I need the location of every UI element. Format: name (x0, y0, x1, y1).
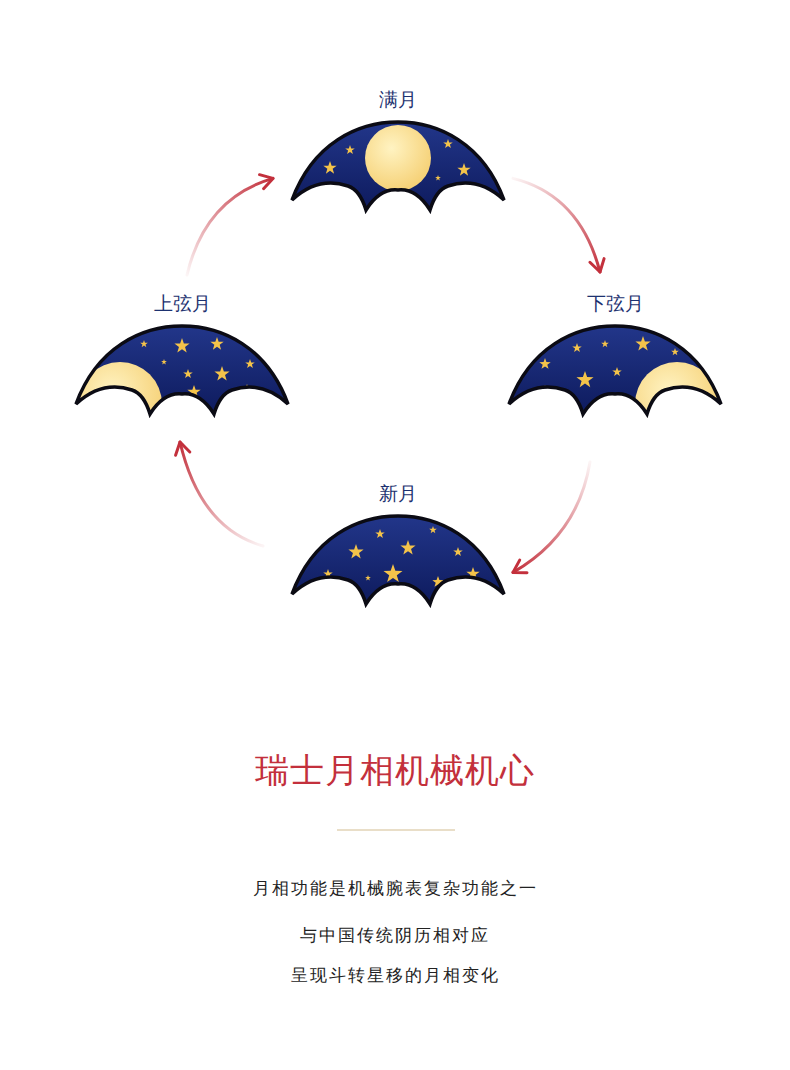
moon-dial-illustration (72, 322, 292, 422)
arrow-head (513, 560, 527, 573)
title: 瑞士月相机械机心 (0, 748, 790, 792)
cycle-arrow (513, 462, 590, 572)
cycle-arrow (187, 175, 273, 275)
cycle-arrow (513, 178, 600, 272)
phase-label: 新月 (288, 480, 508, 506)
phase-label: 满月 (288, 86, 508, 112)
arrow-head (176, 442, 190, 455)
cycle-arrow (180, 442, 263, 546)
cycle-arrow (176, 442, 263, 546)
phase-label: 下弦月 (505, 290, 725, 316)
cycle-arrow (513, 462, 590, 573)
moon-dial-illustration (505, 322, 725, 422)
moon-dial-illustration (288, 512, 508, 612)
description-text: 月相功能是机械腕表复杂功能之一 (0, 876, 790, 900)
arrow-head (590, 259, 604, 272)
moon-phase-window: 满月 (288, 86, 508, 218)
cycle-arrow (187, 178, 273, 275)
description-text: 与中国传统阴历相对应 (0, 923, 790, 947)
arrow-head (260, 175, 273, 189)
moon-phase-window: 新月 (288, 480, 508, 612)
moon-dial-illustration (288, 118, 508, 218)
cycle-arrow (513, 178, 604, 272)
divider-line (337, 829, 455, 831)
moon-phase-window: 下弦月 (505, 290, 725, 422)
phase-label: 上弦月 (72, 290, 292, 316)
description-text: 呈现斗转星移的月相变化 (0, 963, 790, 987)
moon-phase-window: 上弦月 (72, 290, 292, 422)
